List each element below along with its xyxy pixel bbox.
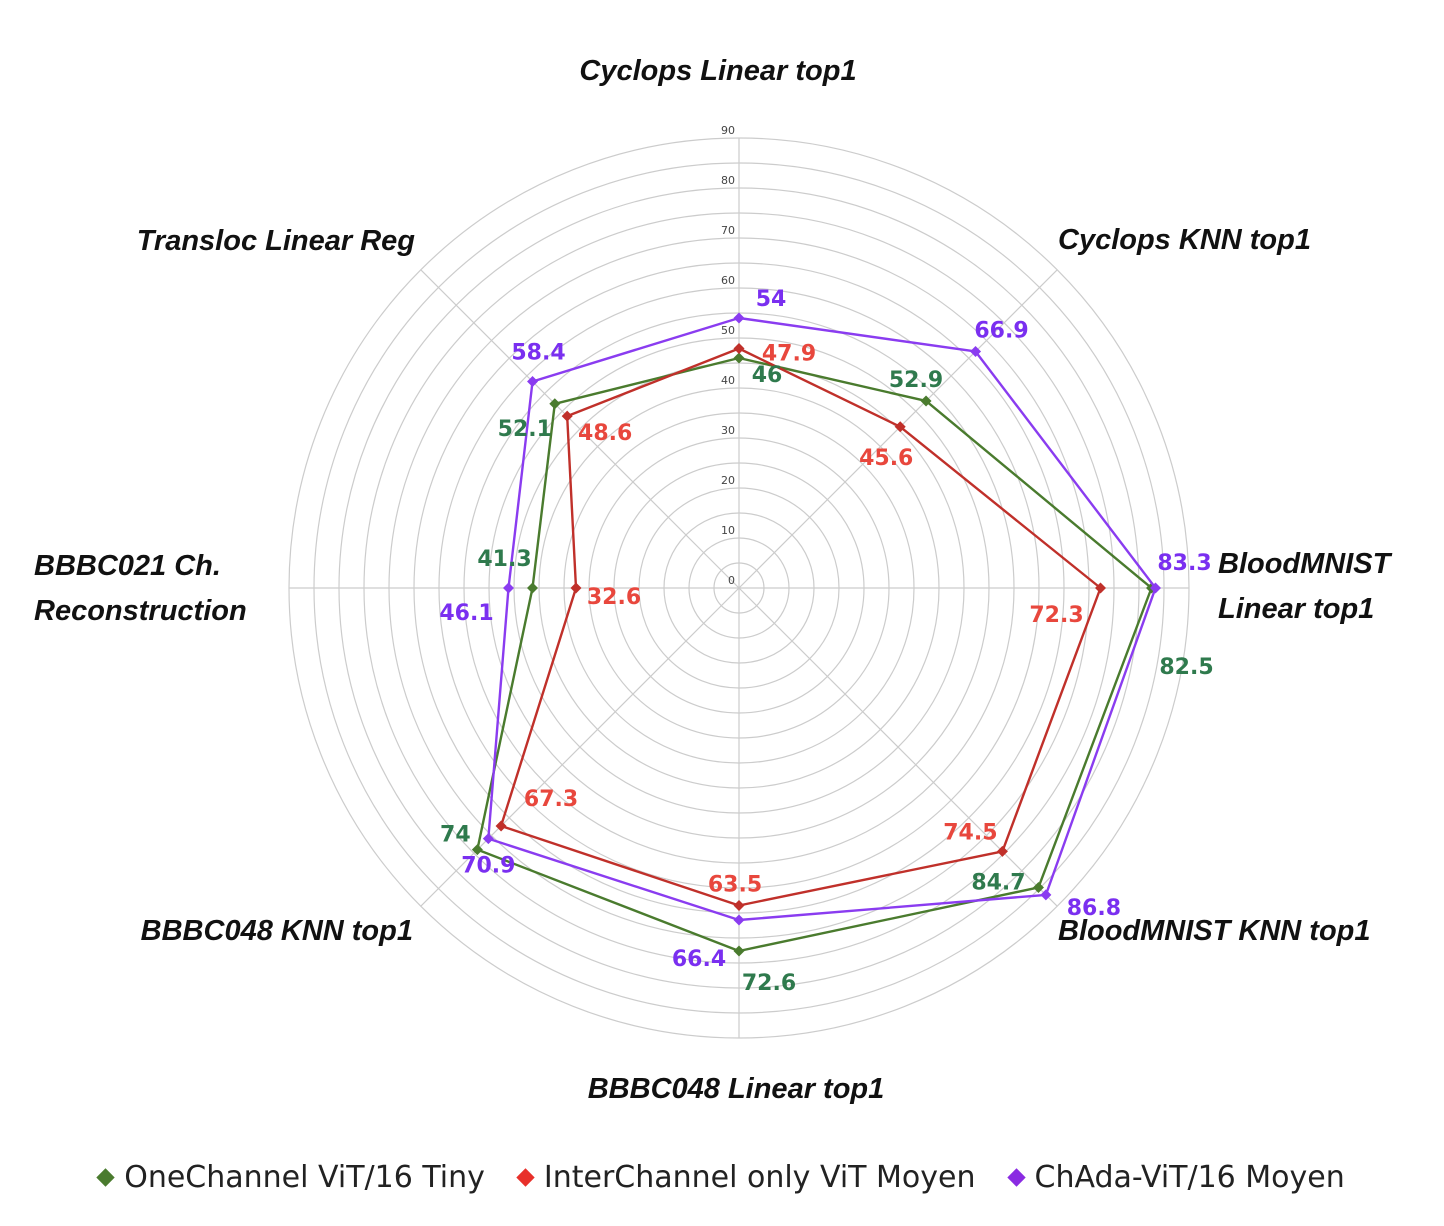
data-label: 82.5 — [1159, 655, 1213, 680]
data-point-marker — [527, 376, 539, 388]
data-point-marker — [894, 421, 906, 433]
tick-label: 60 — [721, 274, 735, 287]
data-label: 46 — [752, 363, 783, 388]
data-point-marker — [733, 914, 745, 926]
data-point-marker — [733, 352, 745, 364]
data-label: 74.5 — [943, 820, 997, 845]
tick-label: 10 — [721, 524, 735, 537]
data-label: 47.9 — [762, 342, 816, 367]
axis-label-cyclops-linear: Cyclops Linear top1 — [579, 55, 856, 87]
data-labels: 46 52.9 82.5 84.7 72.6 74 41.3 52.1 47.9 45.6 72.3… — [439, 287, 1213, 996]
data-point-marker — [733, 312, 745, 324]
data-label: 72.6 — [742, 971, 796, 996]
axis-label-bbbc048-knn: BBBC048 KNN top1 — [141, 915, 413, 947]
data-point-marker — [733, 343, 745, 354]
data-label: 86.8 — [1067, 896, 1121, 921]
legend-label-chada: ChAda-ViT/16 Moyen — [1034, 1160, 1345, 1195]
tick-label: 0 — [728, 574, 735, 587]
data-label: 58.4 — [511, 341, 565, 366]
data-point-marker — [1040, 889, 1052, 901]
data-label: 63.5 — [708, 873, 762, 898]
data-label: 67.3 — [524, 787, 578, 812]
legend-marker-green — [96, 1168, 115, 1187]
data-point-marker — [561, 410, 573, 422]
data-label: 46.1 — [439, 601, 493, 626]
radial-tick-labels: 0 10 20 30 40 50 60 70 80 90 — [721, 124, 735, 587]
data-label: 41.3 — [477, 547, 531, 572]
tick-label: 70 — [721, 224, 735, 237]
data-point-marker — [503, 582, 514, 594]
data-point-marker — [482, 833, 494, 845]
tick-label: 30 — [721, 424, 735, 437]
tick-label: 90 — [721, 124, 735, 137]
data-label: 45.6 — [859, 446, 913, 471]
data-label: 52.9 — [889, 368, 943, 393]
data-label: 72.3 — [1029, 603, 1083, 628]
tick-label: 50 — [721, 324, 735, 337]
data-label: 32.6 — [587, 585, 641, 610]
data-point-marker — [996, 845, 1008, 857]
series-polygons — [471, 312, 1161, 957]
data-label: 84.7 — [971, 870, 1025, 895]
data-point-marker — [920, 395, 932, 407]
data-point-marker — [527, 582, 538, 594]
axis-label-bbbc021-reconstruction: BBBC021 Ch.Reconstruction — [34, 550, 247, 627]
data-label: 54 — [756, 287, 787, 312]
data-point-marker — [570, 582, 582, 594]
legend-item-chada[interactable]: ChAda-ViT/16 Moyen — [1006, 1160, 1345, 1195]
tick-label: 80 — [721, 174, 735, 187]
axis-label-transloc-linear-reg: Transloc Linear Reg — [137, 225, 416, 257]
data-label: 83.3 — [1157, 551, 1211, 576]
tick-label: 40 — [721, 374, 735, 387]
axis-label-bbbc048-linear: BBBC048 Linear top1 — [588, 1073, 885, 1105]
data-label: 52.1 — [498, 417, 552, 442]
axis-label-bloodmnist-knn: BloodMNIST KNN top1 — [1058, 915, 1371, 947]
tick-label: 20 — [721, 474, 735, 487]
legend-label-interchannel: InterChannel only ViT Moyen — [543, 1160, 976, 1195]
grid-spoke — [420, 587, 740, 907]
legend-label-onechannel: OneChannel ViT/16 Tiny — [124, 1160, 485, 1195]
data-label: 74 — [440, 823, 471, 848]
data-point-marker — [1150, 582, 1161, 594]
data-point-marker — [970, 345, 982, 357]
data-point-marker — [1032, 881, 1044, 893]
legend-item-interchannel[interactable]: InterChannel only ViT Moyen — [516, 1160, 976, 1195]
data-point-marker — [733, 900, 745, 911]
data-label: 66.9 — [974, 318, 1028, 343]
axis-labels: Cyclops Linear top1 Cyclops KNN top1 Blo… — [34, 55, 1393, 1105]
grid-spoke — [420, 269, 740, 589]
data-label: 48.6 — [578, 421, 632, 446]
legend-item-onechannel[interactable]: OneChannel ViT/16 Tiny — [96, 1160, 485, 1195]
data-label: 70.9 — [461, 854, 515, 879]
legend-marker-purple — [1006, 1168, 1026, 1187]
data-point-marker — [733, 945, 745, 957]
data-point-marker — [549, 398, 561, 410]
data-label: 66.4 — [672, 947, 726, 972]
chart-legend: OneChannel ViT/16 Tiny InterChannel only… — [0, 1160, 1444, 1195]
legend-marker-red — [516, 1168, 535, 1187]
radar-chart: 0 10 20 30 40 50 60 70 80 90 46 52.9 82.5 84.7 72.6 74… — [34, 55, 1393, 1105]
axis-label-cyclops-knn: Cyclops KNN top1 — [1058, 224, 1311, 256]
data-point-marker — [1095, 582, 1106, 594]
data-point-marker — [495, 820, 507, 832]
data-point-marker — [471, 844, 483, 856]
